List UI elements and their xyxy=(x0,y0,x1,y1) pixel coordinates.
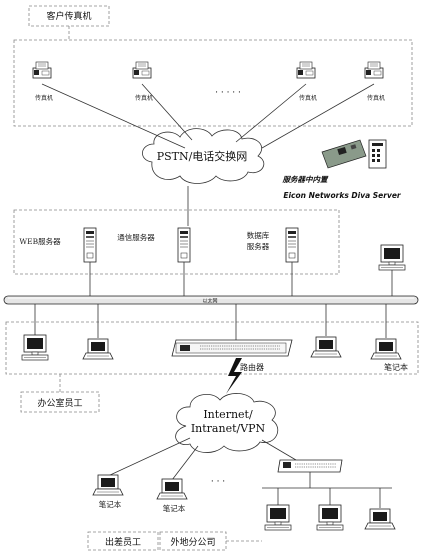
internet-label-1: Internet/ xyxy=(203,408,253,421)
wan-link-icon xyxy=(226,358,242,394)
branch-router-icon xyxy=(277,459,343,473)
server-group xyxy=(13,209,340,275)
client-fax-label: 客户传真机 xyxy=(46,10,91,22)
comm-server-icon xyxy=(177,227,191,263)
branch-label: 外地分公司 xyxy=(170,536,215,548)
office-pc-3 xyxy=(310,336,342,358)
office-staff-label: 办公室员工 xyxy=(37,397,82,409)
db-server-label-2: 服务器 xyxy=(247,241,270,251)
internet-cloud xyxy=(175,393,279,453)
pstn-cloud xyxy=(142,128,265,184)
fax-machine-1 xyxy=(32,61,52,79)
pstn-cloud-label: PSTN/电话交换网 xyxy=(157,149,248,163)
web-server-icon xyxy=(83,227,97,263)
travel-laptop-label-2: 笔记本 xyxy=(163,503,186,513)
fax-machine-2 xyxy=(132,61,152,79)
fax-machine-3 xyxy=(296,61,316,79)
fax-label-3: 传真机 xyxy=(299,94,317,102)
db-server-icon xyxy=(285,227,299,263)
branch-pc-1 xyxy=(264,504,292,531)
office-pc-1 xyxy=(21,334,49,361)
fax-label-2: 传真机 xyxy=(135,94,153,102)
router-label: 路由器 xyxy=(240,362,264,372)
db-server-label-1: 数据库 xyxy=(247,230,270,240)
office-pc-2 xyxy=(82,338,114,360)
travel-laptop-label-1: 笔记本 xyxy=(99,499,122,509)
lan-label: 以太网 xyxy=(202,298,217,305)
client-fax-group xyxy=(13,39,413,127)
board-note: 服务器中内置 xyxy=(282,175,329,184)
office-laptop xyxy=(370,338,402,360)
board-product: Eicon Networks Diva Server xyxy=(283,191,402,200)
diva-server-board-icon xyxy=(321,139,387,169)
remote-ellipsis: · · · xyxy=(211,477,225,487)
web-server-label: WEB服务器 xyxy=(19,236,61,246)
office-group xyxy=(5,321,419,375)
laptop-label: 笔记本 xyxy=(384,362,408,372)
internet-label-2: Intranet/VPN xyxy=(191,422,266,435)
fax-label-1: 传真机 xyxy=(35,94,53,102)
fax-machine-4 xyxy=(364,61,384,79)
branch-laptop xyxy=(364,508,396,530)
travel-staff-label-box xyxy=(87,531,159,551)
comm-server-label: 通信服务器 xyxy=(117,232,155,242)
fax-label-4: 传真机 xyxy=(367,94,385,102)
fax-ellipsis: · · · · · xyxy=(215,88,241,98)
travel-laptop-2 xyxy=(156,478,188,500)
office-staff-label-box xyxy=(20,391,100,413)
travel-staff-label: 出差员工 xyxy=(105,536,141,548)
travel-laptop-1 xyxy=(92,474,124,496)
branch-pc-2 xyxy=(316,504,344,531)
router-icon xyxy=(171,339,293,357)
workstation-top-right xyxy=(378,244,406,271)
